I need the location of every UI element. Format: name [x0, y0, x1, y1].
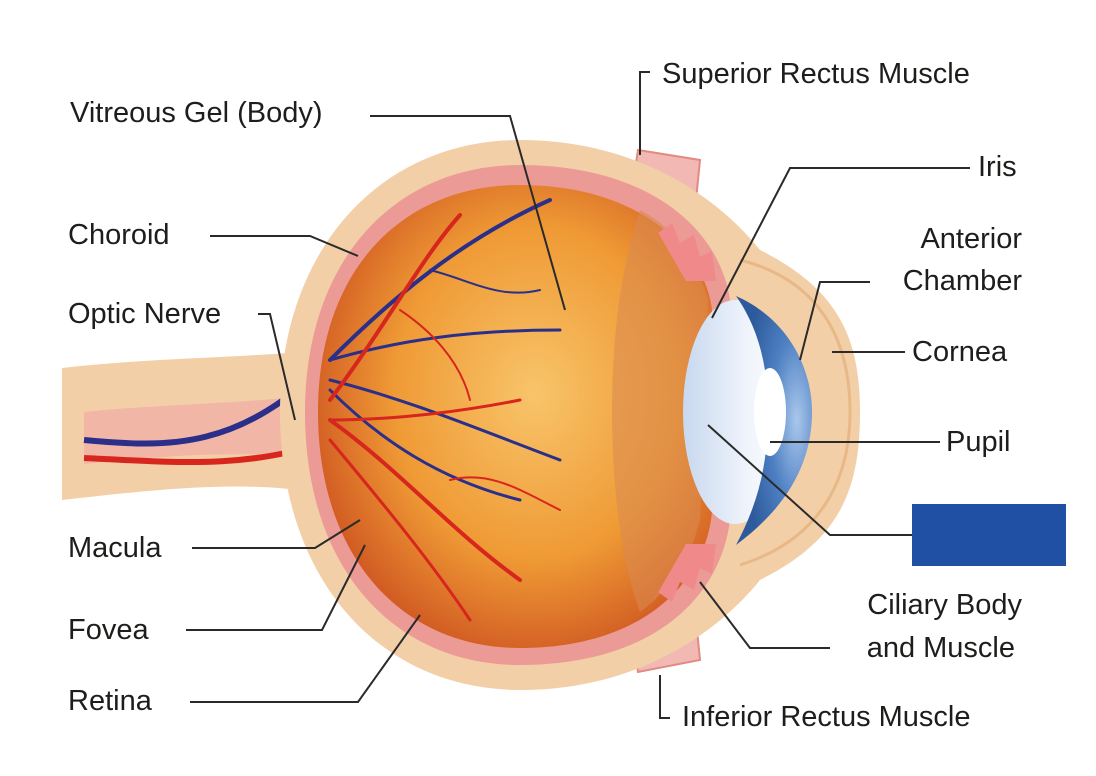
label-choroid: Choroid	[68, 219, 170, 251]
ciliary-body-lower-drawing	[648, 544, 716, 610]
leader-lines	[186, 71, 970, 719]
label-superior-rectus-muscle: Superior Rectus Muscle	[662, 58, 970, 90]
label-anterior-chamber-line2: Chamber	[902, 265, 1022, 297]
label-fovea: Fovea	[68, 614, 149, 646]
label-ciliary-body-line1: Ciliary Body	[867, 589, 1022, 621]
label-inferior-rectus-muscle: Inferior Rectus Muscle	[682, 701, 971, 733]
label-optic-nerve: Optic Nerve	[68, 298, 222, 330]
label-iris: Iris	[978, 151, 1017, 183]
ciliary-body-upper-drawing	[648, 215, 716, 281]
label-macula: Macula	[68, 532, 162, 564]
pupil-drawing	[754, 368, 786, 456]
retinal-vessels	[328, 198, 562, 622]
redacted-label-box	[912, 504, 1066, 566]
label-retina: Retina	[68, 685, 152, 717]
label-anterior-chamber-line1: Anterior	[920, 223, 1022, 255]
vitreous-body-drawing	[318, 185, 712, 648]
label-vitreous-gel: Vitreous Gel (Body)	[70, 97, 323, 129]
label-ciliary-body-line2: and Muscle	[866, 632, 1015, 664]
label-cornea: Cornea	[912, 336, 1008, 368]
lens-drawing	[683, 300, 787, 524]
label-pupil: Pupil	[946, 426, 1011, 458]
cornea-drawing	[739, 258, 852, 567]
